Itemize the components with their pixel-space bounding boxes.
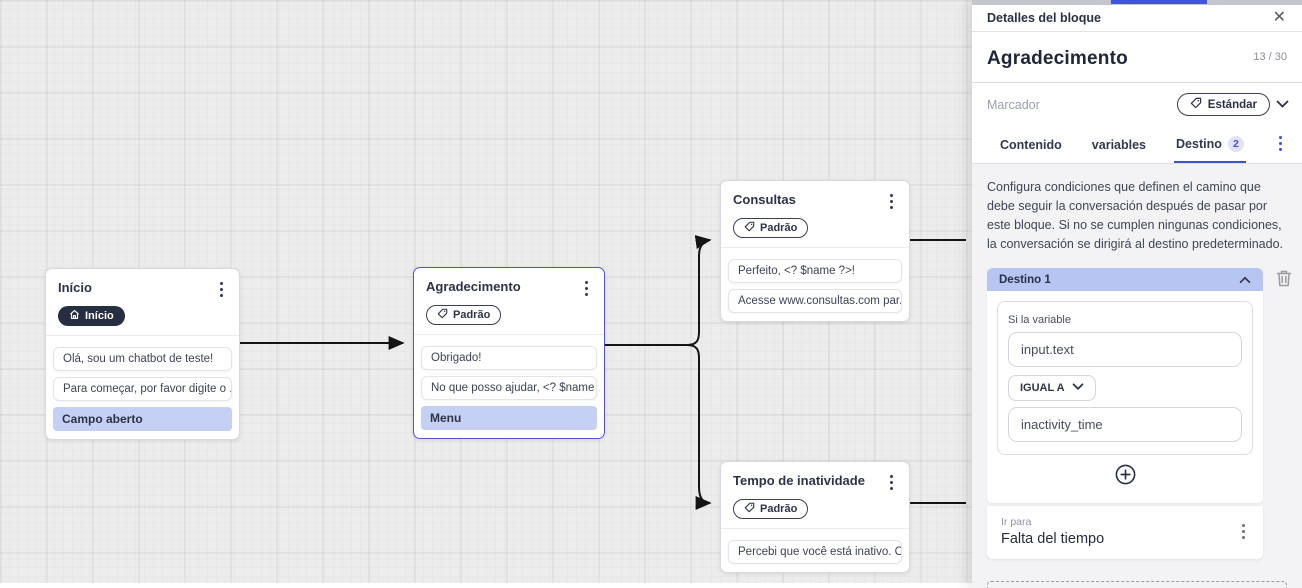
badge-label: Padrão <box>760 503 798 516</box>
node-consultas[interactable]: Consultas Padrão Perfeito, <? $name ?>! … <box>720 180 910 323</box>
node-title: Tempo de inatividade <box>733 473 865 488</box>
node-body: Olá, sou um chatbot de teste! Para começ… <box>46 336 239 439</box>
node-menu-icon[interactable] <box>886 192 897 211</box>
node-body: Percebi que você está inativo. C... <box>721 529 909 572</box>
tag-icon <box>1190 97 1202 112</box>
trash-icon[interactable] <box>1275 269 1293 291</box>
node-header: Tempo de inatividade Padrão <box>721 462 909 530</box>
node-menu-icon[interactable] <box>581 279 592 298</box>
marker-label: Marcador <box>987 97 1040 112</box>
destino-tab-content: Configura condiciones que definen el cam… <box>972 164 1302 588</box>
padrao-badge: Padrão <box>426 305 502 326</box>
badge-label: Padrão <box>453 309 491 322</box>
node-header: Início Início <box>46 269 239 337</box>
operator-dropdown[interactable]: IGUAL A <box>1008 375 1096 401</box>
node-inicio[interactable]: Início Início Olá, sou um chatbot de tes… <box>45 268 240 441</box>
node-body: Perfeito, <? $name ?>! Acesse www.consul… <box>721 248 909 321</box>
destino-card-title: Destino 1 <box>999 273 1051 286</box>
destino-card-header[interactable]: Destino 1 <box>987 268 1263 291</box>
chevron-down-icon[interactable] <box>1276 100 1289 109</box>
node-menu-icon[interactable] <box>886 473 897 492</box>
padrao-badge: Padrão <box>733 218 809 239</box>
plus-circle-icon <box>1114 463 1137 489</box>
go-to-value: Falta del tiempo <box>1001 531 1105 547</box>
node-title: Início <box>58 280 92 295</box>
add-destination-button[interactable]: Agregar destino <box>987 581 1287 588</box>
go-to-label: Ir para <box>1001 516 1032 528</box>
node-tempo-inatividade[interactable]: Tempo de inatividade Padrão Percebi que … <box>720 461 910 574</box>
tabs-menu-icon[interactable] <box>1275 134 1286 153</box>
inicio-badge: Início <box>58 306 125 327</box>
destino-description: Configura condiciones que definen el cam… <box>987 180 1283 251</box>
tab-contenido[interactable]: Contenido <box>1000 138 1062 152</box>
condition-card: Si la variable IGUAL A <box>997 301 1253 455</box>
compare-value-input[interactable] <box>1008 407 1242 442</box>
destino-card: Destino 1 Si la variable IGUAL A <box>987 268 1292 559</box>
destino-card-body: Si la variable IGUAL A <box>987 291 1263 503</box>
marker-chip-label: Estándar <box>1207 98 1257 111</box>
go-to-row[interactable]: Ir para Falta del tiempo <box>987 506 1263 559</box>
badge-label: Padrão <box>760 222 798 235</box>
badge-label: Início <box>85 310 114 323</box>
block-name[interactable]: Agradecimento <box>987 48 1128 69</box>
node-title: Consultas <box>733 192 796 207</box>
add-condition-button[interactable] <box>1114 463 1137 489</box>
message-bubble[interactable]: Acesse www.consultas.com par... <box>728 289 902 314</box>
panel-tabs: Contenido variables Destino 2 <box>972 124 1302 164</box>
menu-row[interactable]: Menu <box>421 406 597 431</box>
char-counter: 13 / 30 <box>1253 51 1287 63</box>
block-details-panel: Detalles del bloque ✕ Agradecimento 13 /… <box>972 0 1302 588</box>
tab-variables[interactable]: variables <box>1091 138 1147 152</box>
marker-row: Marcador Estándar <box>972 83 1302 124</box>
node-title: Agradecimento <box>426 279 521 294</box>
node-agradecimento[interactable]: Agradecimento Padrão Obrigado! No que po… <box>413 267 605 440</box>
chevron-down-icon <box>1072 382 1084 394</box>
tab-destino[interactable]: Destino 2 <box>1174 128 1246 163</box>
tab-destino-label: Destino <box>1176 137 1222 151</box>
close-icon[interactable]: ✕ <box>1272 9 1286 26</box>
tag-icon <box>437 308 448 322</box>
message-bubble[interactable]: Obrigado! <box>421 346 597 371</box>
go-to-menu-icon[interactable] <box>1238 522 1249 541</box>
tag-icon <box>744 221 755 235</box>
marker-chip[interactable]: Estándar <box>1176 93 1270 116</box>
panel-header: Detalles del bloque ✕ <box>972 5 1302 32</box>
chevron-up-icon[interactable] <box>1239 271 1251 289</box>
node-body: Obrigado! No que posso ajudar, <? $name … <box>414 335 604 438</box>
variable-input[interactable] <box>1008 332 1242 367</box>
destino-count-badge: 2 <box>1227 136 1244 152</box>
condition-label: Si la variable <box>1008 314 1071 326</box>
message-bubble[interactable]: Percebi que você está inativo. C... <box>728 540 902 565</box>
node-header: Agradecimento Padrão <box>414 268 604 336</box>
message-bubble[interactable]: No que posso ajudar, <? $name ... <box>421 376 597 401</box>
node-header: Consultas Padrão <box>721 181 909 249</box>
open-field-row[interactable]: Campo aberto <box>53 407 232 432</box>
panel-title: Detalles del bloque <box>987 11 1101 25</box>
message-bubble[interactable]: Perfeito, <? $name ?>! <box>728 259 902 284</box>
tag-icon <box>744 502 755 516</box>
padrao-badge: Padrão <box>733 499 809 520</box>
flow-canvas[interactable]: Início Início Olá, sou um chatbot de tes… <box>0 0 972 588</box>
edge-to-consultas <box>686 235 712 346</box>
message-bubble[interactable]: Olá, sou um chatbot de teste! <box>53 347 232 372</box>
node-menu-icon[interactable] <box>216 280 227 299</box>
panel-top-strip <box>972 0 1302 5</box>
home-icon <box>69 309 80 323</box>
canvas-bottom-strip <box>0 583 972 588</box>
message-bubble[interactable]: Para começar, por favor digite o ... <box>53 377 232 402</box>
block-name-row: Agradecimento 13 / 30 <box>972 32 1302 83</box>
operator-label: IGUAL A <box>1020 382 1065 394</box>
edge-to-tempo <box>686 344 712 510</box>
top-tab-indicator <box>1111 0 1207 4</box>
